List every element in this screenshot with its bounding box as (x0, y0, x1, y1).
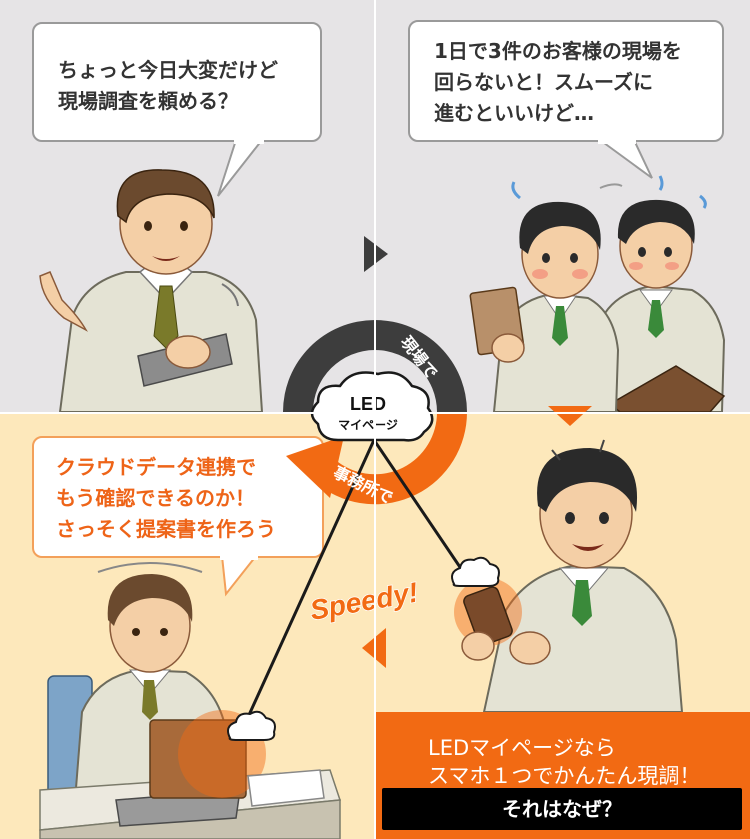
speech-line: 1日で3件のお客様の現場を (434, 39, 682, 63)
arc-field (283, 320, 467, 412)
office-worker-character (39, 562, 342, 839)
cloud-small-icon (451, 556, 500, 587)
cta-line: スマホ１つでかんたん現調！ (428, 764, 701, 788)
speech-bubble-worker: 1日で3件のお客様の現場を 回らないと！スムーズに 進むといいけど… (408, 20, 724, 142)
speech-line: 現場調査を頼める？ (58, 89, 238, 113)
worker-pair-character (469, 175, 726, 413)
speech-line: さっそく提案書を作ろう (56, 517, 276, 541)
cloud-subtitle: マイページ (338, 418, 398, 432)
down-arrow-icon (548, 406, 592, 426)
why-button[interactable]: それはなぜ？ (382, 788, 742, 830)
speech-line: クラウドデータ連携で (56, 455, 256, 479)
speech-bubble-boss: ちょっと今日大変だけど 現場調査を頼める？ (32, 22, 322, 142)
speech-line: もう確認できるのか！ (56, 486, 255, 510)
speech-line: 進むといいけど… (434, 101, 594, 125)
speech-line: ちょっと今日大変だけど (58, 58, 278, 82)
panel-arrow-right-icon (364, 236, 388, 272)
cta-box: LEDマイページなら スマホ１つでかんたん現調！ それはなぜ？ (376, 712, 750, 839)
phone-worker-character (454, 439, 684, 713)
speedy-label: Speedy! (308, 576, 421, 625)
boss-character (39, 169, 264, 413)
speech-bubble-office-worker: クラウドデータ連携で もう確認できるのか！ さっそく提案書を作ろう (32, 436, 324, 558)
panel-divider (0, 412, 750, 414)
panel-divider (374, 0, 376, 839)
cloud-title: LED (350, 394, 386, 414)
arc-arrow-head-icon (286, 436, 344, 498)
cloud-small-icon (227, 710, 276, 741)
cta-line: LEDマイページなら (428, 736, 616, 760)
speech-line: 回らないと！スムーズに (434, 70, 653, 94)
cloud-icon (310, 371, 434, 442)
